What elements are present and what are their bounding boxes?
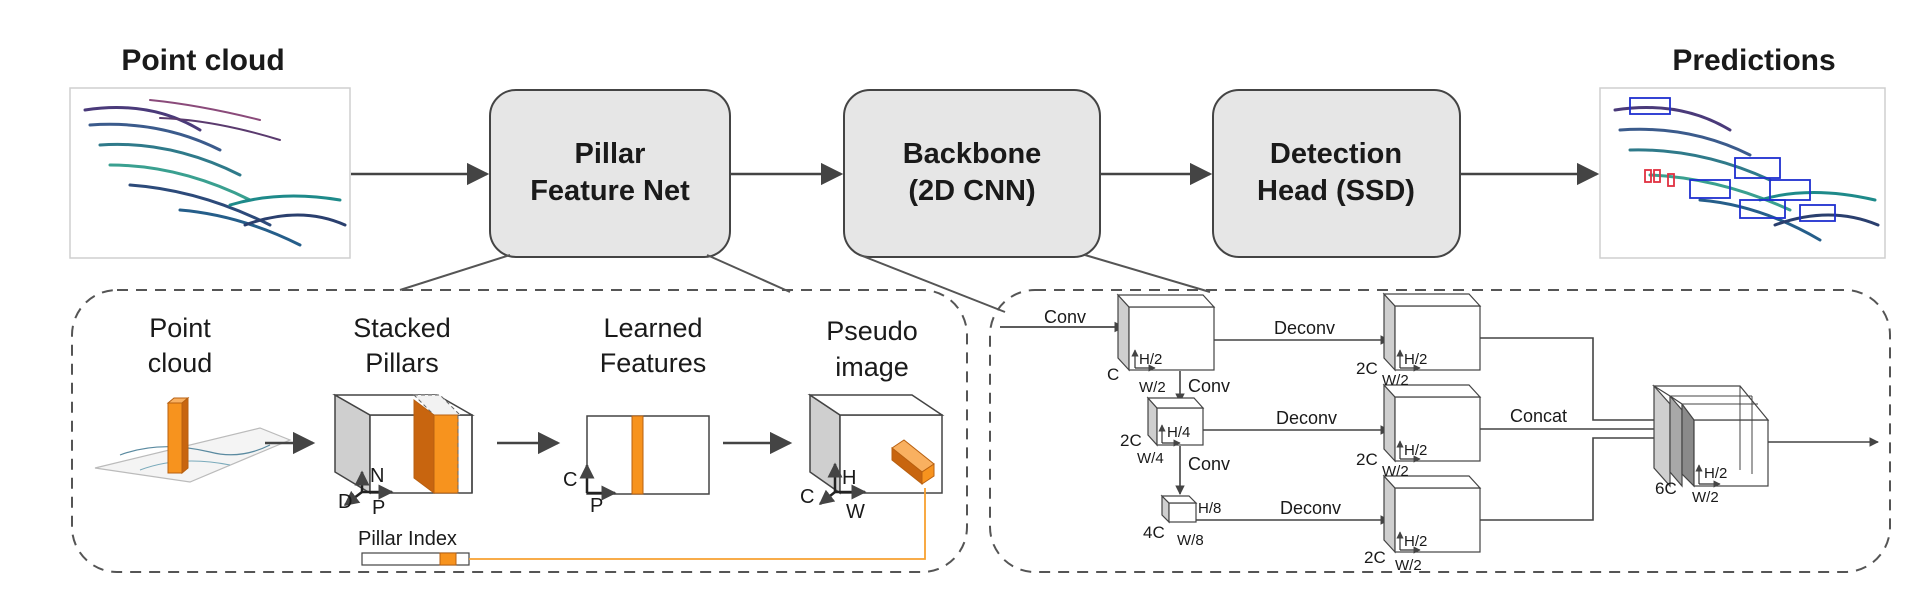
pfn-point-cloud-label: Point [149, 313, 211, 343]
axis-label-d: D [338, 491, 352, 513]
deconv-label: Deconv [1276, 408, 1337, 428]
pfn-pseudo-image-graphic [807, 393, 945, 495]
output-title: Predictions [1672, 44, 1835, 77]
stage-detection-head: Detection Head (SSD) [1212, 89, 1461, 258]
dim-w8: W/8 [1177, 532, 1204, 549]
backbone-block-1 [1116, 293, 1216, 372]
concat-block [1651, 384, 1770, 488]
pfn-learned-features-graphic [586, 415, 710, 495]
dim-h2: H/2 [1404, 442, 1427, 459]
dim-2c: 2C [1364, 548, 1386, 567]
pfn-pseudo-image-label: Pseudo [826, 316, 918, 346]
dim-w2: W/2 [1395, 557, 1422, 574]
dim-6c: 6C [1655, 479, 1677, 498]
dim-h4: H/4 [1167, 424, 1190, 441]
output-predictions-image [1599, 87, 1886, 259]
dim-w2: W/2 [1692, 489, 1719, 506]
zoom-connectors [399, 254, 1211, 313]
stage-label-line1: Pillar [575, 138, 646, 170]
pfn-learned-axes [579, 463, 617, 501]
axis-label-n: N [370, 465, 384, 487]
deconv-label: Deconv [1274, 318, 1335, 338]
axis-label-p: P [590, 495, 603, 517]
dim-w2: W/2 [1139, 379, 1166, 396]
pfn-learned-features-label: Learned [603, 313, 702, 343]
upsampled-block-1 [1382, 292, 1482, 372]
stage-label-line2: Head (SSD) [1257, 175, 1415, 207]
concat-arrows [1480, 337, 1665, 521]
pfn-pseudo-axes [818, 462, 867, 505]
pfn-stacked-pillars-graphic [332, 393, 475, 495]
axis-label-c: C [563, 469, 577, 491]
conv-label: Conv [1044, 307, 1086, 327]
stage-pillar-feature-net: Pillar Feature Net [489, 89, 731, 258]
axis-label-w: W [846, 501, 865, 523]
backbone-detail-panel [989, 289, 1891, 573]
dim-h8: H/8 [1198, 500, 1221, 517]
dim-h2: H/2 [1139, 351, 1162, 368]
dim-c: C [1107, 365, 1119, 384]
input-point-cloud-image [69, 87, 351, 259]
pfn-stacked-axes [343, 470, 394, 506]
pillar-index-link [469, 488, 926, 560]
stage-label-line2: (2D CNN) [908, 175, 1035, 207]
dim-4c: 4C [1143, 523, 1165, 542]
pfn-point-cloud-label: cloud [148, 348, 213, 378]
pfn-stacked-pillars-label: Stacked [353, 313, 451, 343]
deconv-arrows [1196, 335, 1390, 525]
conv-label: Conv [1188, 376, 1230, 396]
dim-w4: W/4 [1137, 450, 1164, 467]
pillar-index-label: Pillar Index [358, 528, 457, 550]
upsampled-block-3 [1382, 474, 1482, 554]
backbone-block-3 [1160, 494, 1198, 524]
pfn-learned-features-label: Features [600, 348, 707, 378]
pfn-detail-panel [71, 289, 968, 573]
dim-w2: W/2 [1382, 463, 1409, 480]
dim-2c: 2C [1120, 431, 1142, 450]
pfn-point-cloud-graphic [94, 396, 292, 483]
dim-h2: H/2 [1404, 351, 1427, 368]
dim-w2: W/2 [1382, 372, 1409, 389]
axis-label-c: C [800, 486, 814, 508]
axis-label-h: H [842, 467, 856, 489]
stage-label-line1: Detection [1270, 138, 1402, 170]
upsampled-block-2 [1382, 383, 1482, 463]
stage-label-line2: Feature Net [530, 175, 690, 207]
stage-backbone: Backbone (2D CNN) [843, 89, 1101, 258]
dim-h2: H/2 [1404, 533, 1427, 550]
pillar-index-bar [361, 552, 470, 566]
dim-2c: 2C [1356, 359, 1378, 378]
backbone-block-2 [1146, 396, 1205, 447]
concat-label: Concat [1510, 406, 1567, 426]
conv-label: Conv [1188, 454, 1230, 474]
deconv-label: Deconv [1280, 498, 1341, 518]
axis-label-p: P [372, 497, 385, 519]
pfn-pseudo-image-label: image [835, 352, 909, 382]
pfn-stacked-pillars-label: Pillars [365, 348, 439, 378]
input-title: Point cloud [121, 44, 284, 77]
dim-2c: 2C [1356, 450, 1378, 469]
dim-h2: H/2 [1704, 465, 1727, 482]
stage-label-line1: Backbone [903, 138, 1042, 170]
